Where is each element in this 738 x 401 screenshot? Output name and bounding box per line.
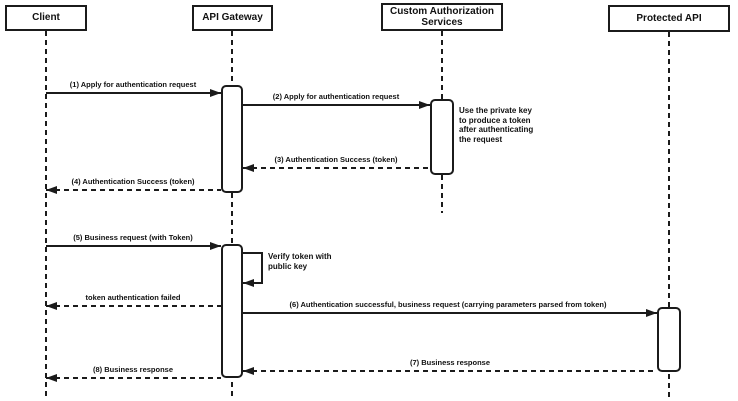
lifeline-client	[45, 31, 47, 398]
message-label: (6) Authentication successful, business …	[289, 300, 607, 309]
message-line	[243, 104, 430, 106]
arrowhead-right-icon	[210, 89, 221, 97]
message-line	[46, 377, 221, 379]
arrowhead-left-icon	[243, 367, 254, 375]
participant-api-gateway: API Gateway	[192, 5, 273, 31]
participant-client: Client	[5, 5, 87, 31]
note-private-key: Use the private key to produce a token a…	[459, 106, 534, 144]
arrowhead-left-icon	[243, 164, 254, 172]
message-line	[243, 167, 430, 169]
message-line	[46, 245, 221, 247]
arrowhead-right-icon	[419, 101, 430, 109]
participant-api-gateway-label: API Gateway	[202, 12, 263, 24]
message-line	[46, 305, 221, 307]
participant-custom-authorization-services-label: Custom Authorization Services	[389, 5, 495, 29]
arrowhead-left-icon	[46, 374, 57, 382]
message-label: token authentication failed	[85, 293, 181, 302]
participant-custom-authorization-services: Custom Authorization Services	[381, 3, 503, 31]
activation-api-gateway-auth	[221, 85, 243, 193]
lifeline-api-gateway	[231, 31, 233, 398]
arrowhead-left-icon	[243, 279, 254, 287]
lifeline-protected-api	[668, 32, 670, 398]
self-message-label: Verify token with public key	[268, 252, 332, 271]
message-label: (4) Authentication Success (token)	[71, 177, 195, 186]
message-line	[46, 92, 221, 94]
arrowhead-right-icon	[646, 309, 657, 317]
message-line	[243, 312, 657, 314]
arrowhead-left-icon	[46, 302, 57, 310]
activation-custom-authorization	[430, 99, 454, 175]
participant-protected-api-label: Protected API	[636, 12, 702, 24]
message-label: (8) Business response	[92, 365, 174, 374]
arrowhead-right-icon	[210, 242, 221, 250]
message-line	[46, 189, 221, 191]
message-line	[243, 370, 657, 372]
message-label: (1) Apply for authentication request	[69, 80, 197, 89]
message-label: (5) Business request (with Token)	[73, 233, 193, 242]
message-label: (2) Apply for authentication request	[272, 92, 400, 101]
participant-client-label: Client	[32, 12, 60, 24]
arrowhead-left-icon	[46, 186, 57, 194]
activation-protected-api	[657, 307, 681, 372]
message-label: (7) Business response	[409, 358, 491, 367]
participant-protected-api: Protected API	[608, 5, 730, 32]
message-label: (3) Authentication Success (token)	[274, 155, 398, 164]
activation-api-gateway-business	[221, 244, 243, 378]
